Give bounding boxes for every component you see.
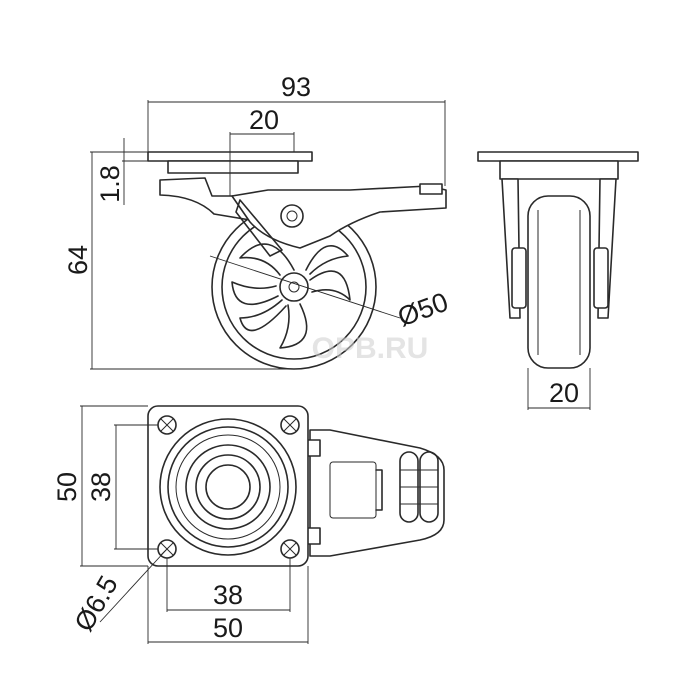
dim-label-diameter-50: Ø50 — [394, 287, 452, 333]
top-mounting-plate — [147, 405, 309, 567]
front-brake-left — [511, 247, 527, 309]
side-diameter-leader — [209, 255, 401, 319]
top-brake-window — [329, 461, 377, 519]
dim-label-20-top: 20 — [249, 105, 279, 135]
front-top-plate — [477, 151, 639, 162]
side-axle-hub — [279, 272, 309, 302]
side-axle-center — [288, 281, 300, 293]
dim-label-diameter-6-5: Ø6.5 — [69, 571, 124, 637]
side-brake-link — [235, 199, 283, 257]
dim-label-64: 64 — [63, 245, 93, 275]
top-view — [147, 405, 445, 567]
front-view — [477, 151, 639, 369]
side-dimensions — [90, 100, 446, 370]
dim-label-38-horizontal: 38 — [213, 580, 243, 610]
side-brake-pedal-tip — [419, 183, 443, 195]
dim-label-93: 93 — [281, 72, 311, 102]
dim-label-50-horizontal: 50 — [213, 613, 243, 643]
front-brake-right — [593, 247, 609, 309]
top-swivel-rings — [159, 418, 297, 556]
watermark: OPB.RU — [312, 332, 429, 365]
side-brake-lever — [231, 185, 447, 249]
dim-label-50-vertical: 50 — [52, 472, 82, 502]
bolt-hole-top-right — [280, 415, 300, 435]
front-dimensions — [527, 368, 591, 410]
top-brake-grip — [399, 451, 439, 523]
side-brake-pivot — [280, 204, 304, 228]
side-view — [147, 151, 447, 370]
dim-label-38-vertical: 38 — [86, 472, 116, 502]
side-brake-pivot-center — [286, 210, 298, 222]
side-wheel-spokes — [231, 243, 351, 349]
dim-label-1-8: 1.8 — [95, 165, 125, 203]
dim-label-20-front: 20 — [549, 378, 579, 408]
side-swivel-head — [167, 160, 299, 174]
top-dimensions — [80, 405, 309, 644]
front-swivel-head — [499, 160, 619, 180]
front-wheel — [527, 195, 591, 369]
